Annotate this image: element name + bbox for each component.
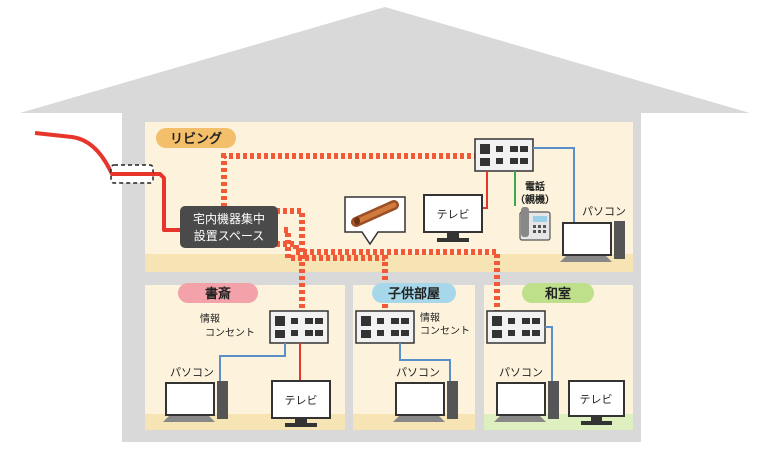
cable-to-washitsu-outlet [276,241,500,312]
kids-outlet-label-line2: コンセント [420,325,470,337]
kids-label: 子供部屋 [388,286,440,302]
washitsu-tv-label: テレビ [580,393,613,406]
washitsu-pc-label: パソコン [499,366,543,379]
washitsu-info-outlet [486,310,546,344]
living-label: リビング [170,131,222,147]
study-info-outlet [269,310,329,344]
washitsu-label: 和室 [545,286,571,302]
kids-outlet-label-line1: 情報 [420,311,440,324]
study-tv-label: テレビ [285,394,318,407]
equipment-space-box [180,206,278,248]
cable-to-study-outlet [262,208,305,312]
living-pc-label: パソコン [582,205,626,218]
incoming-line [34,131,184,232]
kids-pc-label: パソコン [396,366,440,379]
living-tv-icon [423,194,483,242]
living-phone-label-line2: （親機） [515,193,555,206]
kids-label-pill [372,283,456,303]
study-label: 書斎 [205,286,231,302]
in-wall-cables [221,153,500,312]
study-outlet-label-line2: コンセント [205,327,255,339]
study-pc-icon [163,381,228,422]
kids-pc-cable [399,343,451,386]
washitsu-tv-icon [568,380,625,425]
living-label-pill [156,128,236,148]
kids-info-outlet [355,310,415,344]
washitsu-pc-cable [545,326,553,386]
study-pc-cable [219,343,286,390]
house-roof [20,7,750,113]
study-label-pill [178,283,258,303]
living-pc-icon [560,221,625,262]
cable-to-living-outlet [221,153,477,214]
phone-icon [519,207,551,241]
living-phone-label-line1: 電話 [525,180,545,193]
washitsu-label-pill [522,283,594,303]
washitsu-pc-icon [494,381,559,422]
cable-to-kids-outlet [284,227,388,312]
study-pc-label: パソコン [170,366,214,379]
equipment-space-line1: 宅内機器集中 [193,211,265,226]
living-info-outlet [474,138,534,172]
kids-pc-icon [393,381,458,422]
living-floor [145,254,633,272]
living-tv-label: テレビ [437,208,470,221]
study-tv-icon [271,380,331,427]
equipment-space-line2: 設置スペース [194,228,265,243]
cable-sample-icon [351,200,399,227]
study-outlet-label-line1: 情報 [200,312,220,325]
living-pc-cable [533,147,575,224]
